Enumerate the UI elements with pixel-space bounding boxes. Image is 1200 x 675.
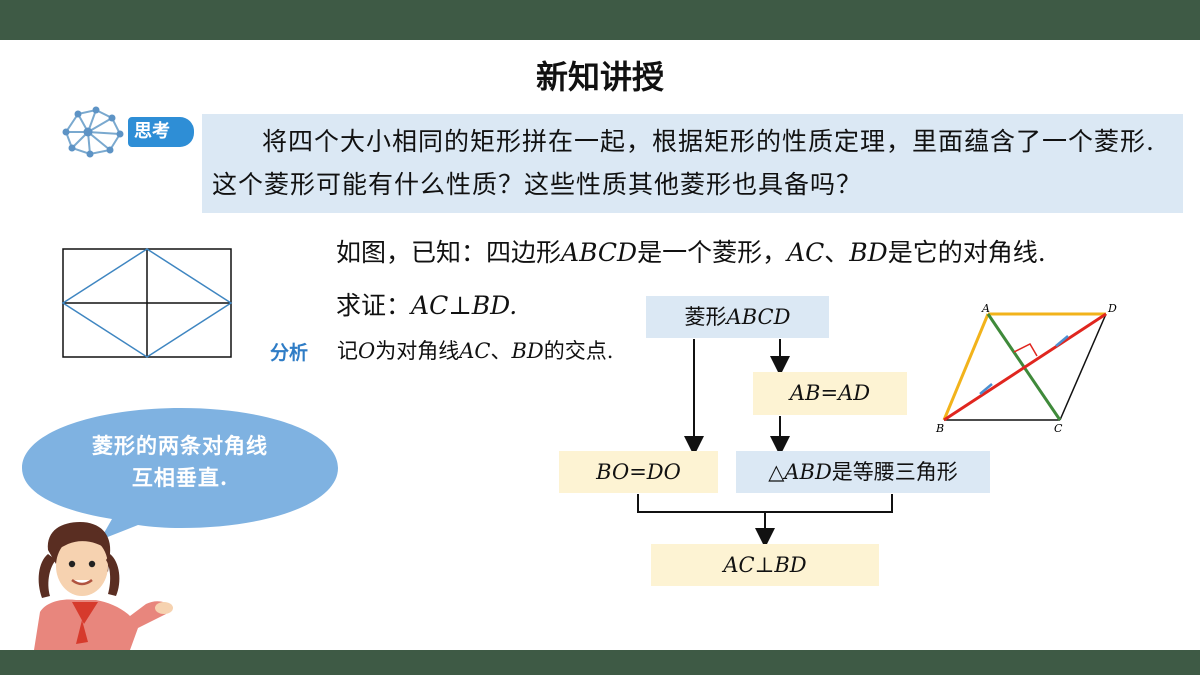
bottom-bar	[0, 650, 1200, 675]
flow-box-conclusion: AC⊥BD	[651, 544, 879, 586]
flow-box-bo-do: BO=DO	[559, 451, 718, 493]
given-statement: 如图，已知：四边形ABCD是一个菱形，AC、BD是它的对角线.	[336, 238, 1046, 267]
vertex-label-c: C	[1054, 422, 1063, 435]
page-title: 新知讲授	[535, 58, 664, 96]
top-bar	[0, 0, 1200, 40]
network-brain-icon	[62, 106, 124, 158]
flow-box-isosceles: △ABD是等腰三角形	[736, 451, 990, 493]
speech-bubble	[22, 408, 338, 540]
bubble-text: 菱形的两条对角线 互相垂直.	[92, 433, 268, 490]
analysis-text: 记O为对角线AC、BD的交点.	[337, 339, 614, 363]
flow-box-ab-ad: AB=AD	[753, 372, 907, 415]
think-text: 将四个大小相同的矩形拼在一起，根据矩形的性质定理，里面蕴含了一个菱形.这个菱形可…	[212, 127, 1155, 199]
vertex-label-d: D	[1107, 302, 1117, 315]
vertex-label-b: B	[935, 422, 944, 435]
think-tag: 思考	[128, 117, 194, 147]
flow-box-rhombus: 菱形ABCD	[646, 296, 829, 338]
rectangles-figure	[61, 248, 233, 358]
think-box	[202, 114, 1183, 213]
girl-illustration	[34, 522, 173, 650]
prove-statement: 求证：AC⊥BD.	[336, 291, 518, 320]
rhombus-diagram: A D B C	[935, 302, 1117, 435]
analysis-label: 分析	[270, 342, 309, 364]
vertex-label-a: A	[981, 302, 990, 315]
